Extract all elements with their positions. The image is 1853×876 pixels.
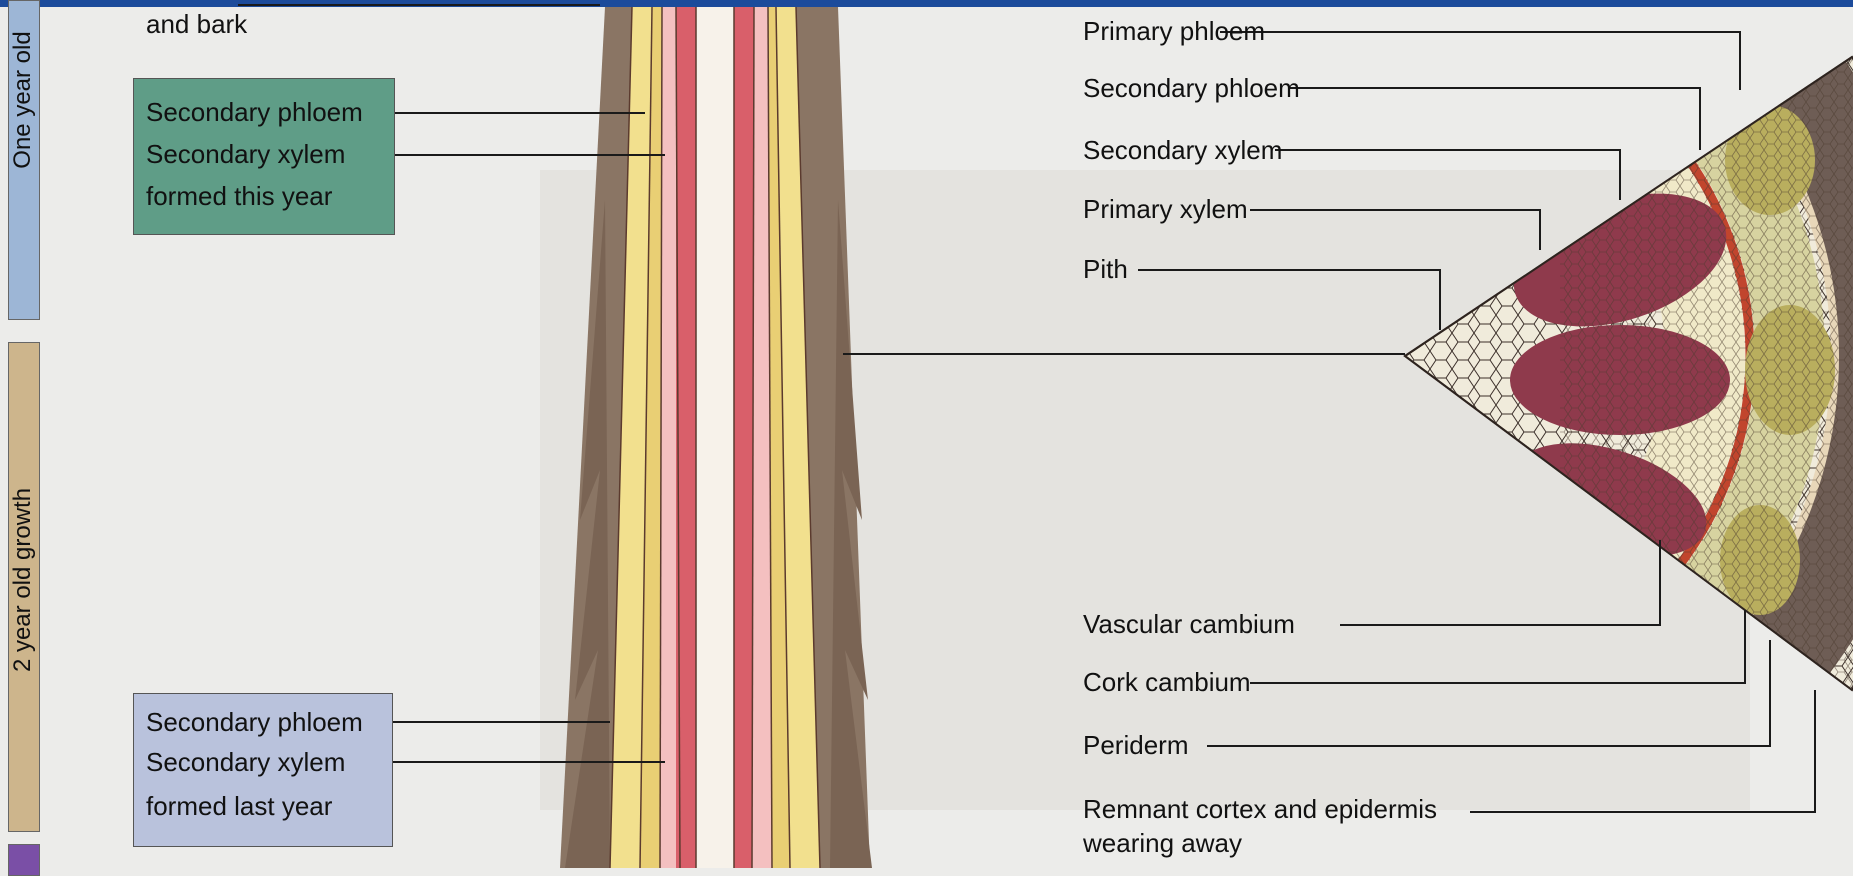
box2-line-3: formed last year	[146, 790, 332, 823]
label-primary-phloem: Primary phloem	[1083, 15, 1265, 48]
stem-longitudinal	[560, 7, 872, 868]
box1-line-3: formed this year	[146, 180, 332, 213]
pith-gap	[696, 7, 734, 868]
side-bar-bottom	[8, 844, 40, 876]
side-label-two-year: 2 year old growth	[9, 488, 37, 672]
label-vascular-cambium: Vascular cambium	[1083, 608, 1295, 641]
box1-line-1: Secondary phloem	[146, 96, 363, 129]
box1-line-2: Secondary xylem	[146, 138, 345, 171]
label-wearing-away: wearing away	[1083, 827, 1242, 860]
side-label-one-year: One year old	[9, 31, 37, 168]
label-secondary-xylem: Secondary xylem	[1083, 134, 1282, 167]
label-cork-cambium: Cork cambium	[1083, 666, 1251, 699]
box2-line-2: Secondary xylem	[146, 746, 345, 779]
xylem-core-right	[734, 7, 754, 868]
label-pith: Pith	[1083, 253, 1128, 286]
label-secondary-phloem: Secondary phloem	[1083, 72, 1300, 105]
label-primary-xylem: Primary xylem	[1083, 193, 1248, 226]
label-remnant-cortex: Remnant cortex and epidermis	[1083, 793, 1437, 826]
label-periderm: Periderm	[1083, 729, 1188, 762]
box2-line-1: Secondary phloem	[146, 706, 363, 739]
label-and-bark: and bark	[146, 8, 247, 41]
